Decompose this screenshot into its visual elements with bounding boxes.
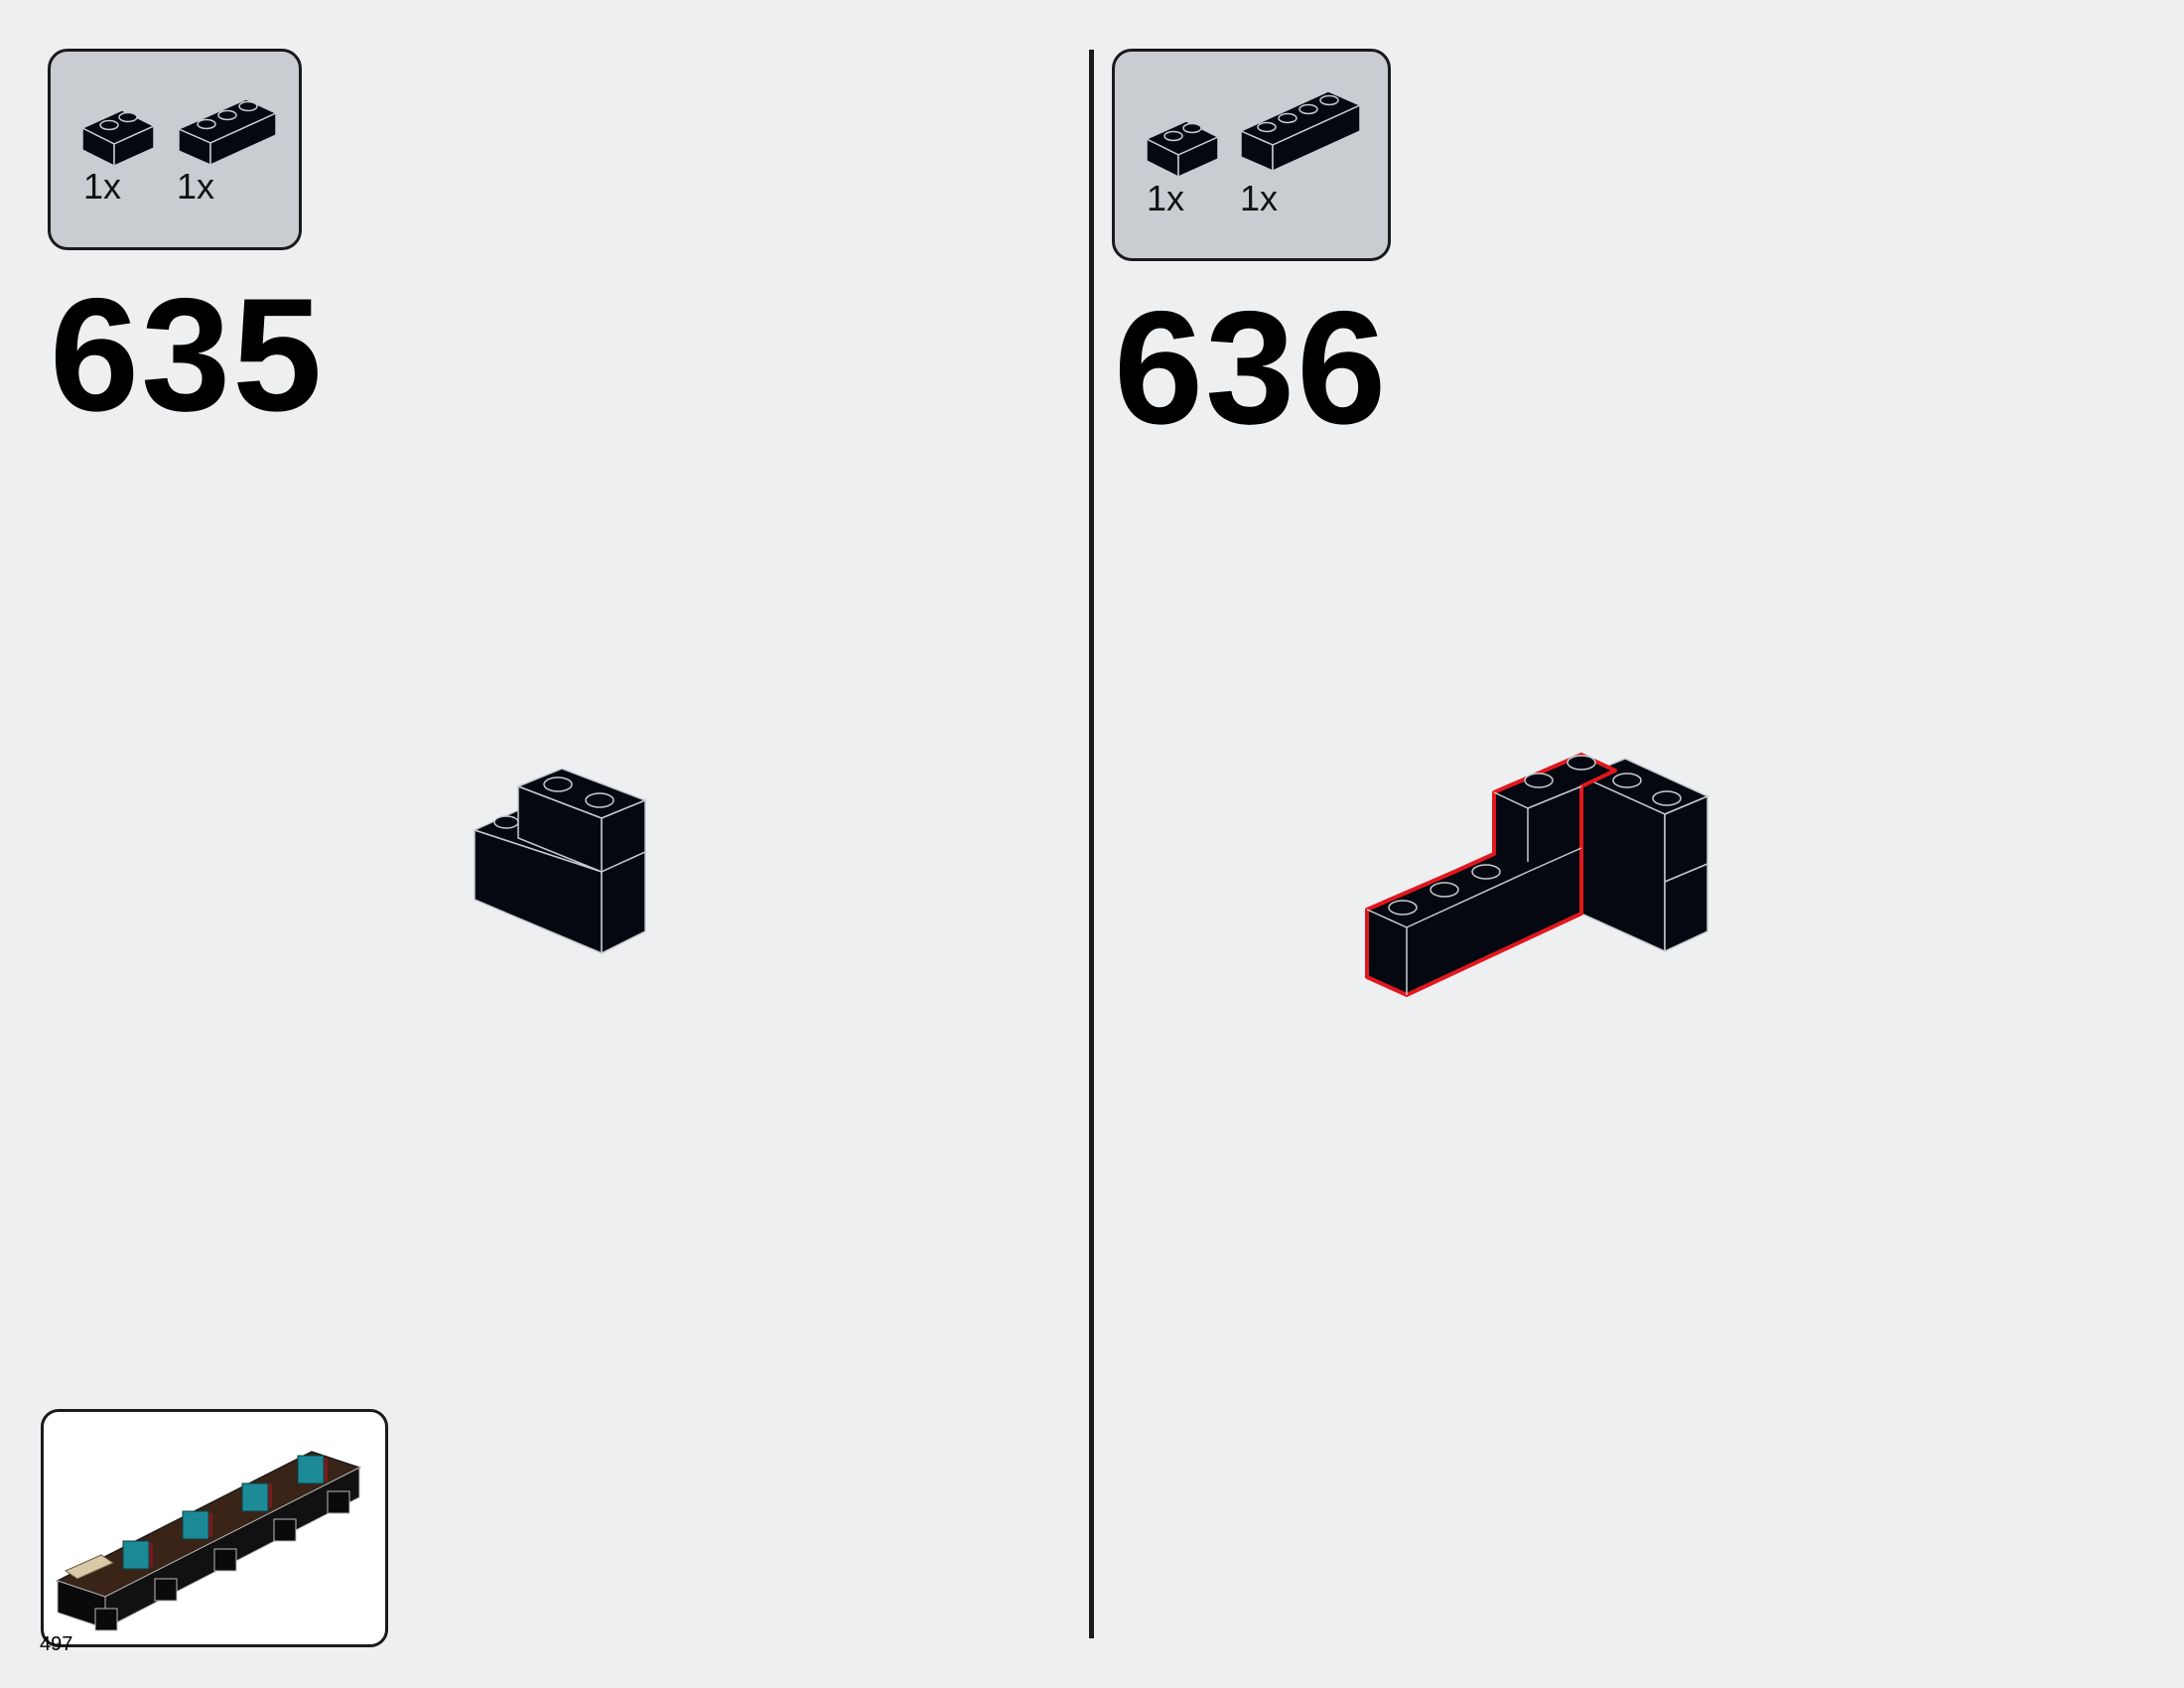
- model-preview-box: [41, 1409, 388, 1647]
- step-divider: [1089, 50, 1094, 1638]
- assembly-step-635: [472, 768, 648, 955]
- page-number: 497: [40, 1633, 73, 1655]
- brick-1x2-icon: [1145, 120, 1220, 179]
- parts-list-step-636: 1x 1x: [1112, 49, 1391, 261]
- step-number: 635: [50, 265, 325, 445]
- part-quantity: 1x: [1240, 178, 1279, 218]
- part-quantity: 1x: [83, 166, 122, 207]
- brick-1x4-icon: [1239, 90, 1362, 173]
- brick-1x3-icon: [177, 98, 278, 167]
- assembled-model-preview-icon: [56, 1451, 361, 1631]
- part-quantity: 1x: [1147, 178, 1185, 218]
- brick-1x2-icon: [80, 109, 156, 168]
- parts-list-step-635: 1x 1x: [48, 49, 302, 250]
- assembly-step-636: [1365, 753, 1709, 997]
- part-quantity: 1x: [177, 166, 215, 207]
- step-number: 636: [1114, 278, 1389, 458]
